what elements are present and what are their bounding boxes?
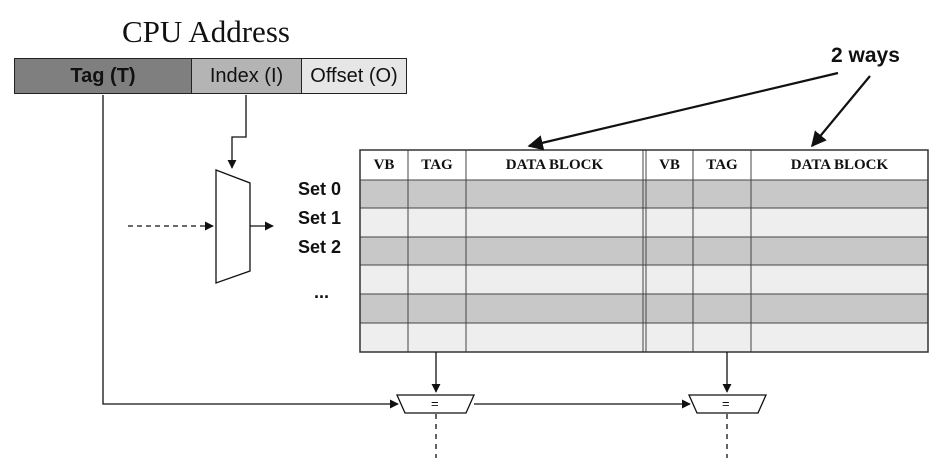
address-field-index: Index (I) xyxy=(191,58,302,94)
comparator-2 xyxy=(687,394,768,414)
cache-table xyxy=(359,149,929,353)
header-way1-data-block: DATA BLOCK xyxy=(505,156,604,173)
set-label-1: Set 1 xyxy=(298,208,342,228)
multiplexer xyxy=(215,169,251,284)
table-row-1 xyxy=(360,208,928,237)
header-way2-tag: TAG xyxy=(706,156,738,173)
table-row-5 xyxy=(360,323,928,352)
address-field-tag: Tag (T) xyxy=(14,58,192,94)
header-way2-data-block: DATA BLOCK xyxy=(790,156,889,173)
set-label-0: Set 0 xyxy=(298,179,342,199)
table-header-row xyxy=(359,149,929,181)
ways-arrow-1 xyxy=(527,71,839,151)
comparator-1-symbol: = xyxy=(431,396,439,411)
address-field-offset-label: Offset (O) xyxy=(310,64,398,87)
address-field-index-label: Index (I) xyxy=(209,64,284,87)
diagram-title: CPU Address xyxy=(122,14,290,49)
ways-label: 2 ways xyxy=(831,44,900,67)
address-field-tag-label: Tag (T) xyxy=(70,64,136,87)
header-way2-vb: VB xyxy=(659,156,680,173)
table-row-3 xyxy=(360,265,928,294)
header-way1-tag: TAG xyxy=(421,156,453,173)
ways-arrow-2 xyxy=(811,75,871,148)
index-connector xyxy=(227,95,247,169)
set-label-ellipsis: ... xyxy=(314,282,330,302)
table-row-4 xyxy=(360,294,928,323)
comparator-1 xyxy=(395,394,476,414)
table-row-2 xyxy=(360,237,928,265)
address-field-offset: Offset (O) xyxy=(301,58,407,94)
comparator-2-symbol: = xyxy=(722,396,730,411)
tag-connector xyxy=(102,95,691,409)
set-label-2: Set 2 xyxy=(298,237,342,257)
header-way1-vb: VB xyxy=(373,156,395,173)
table-row-0 xyxy=(360,180,928,208)
